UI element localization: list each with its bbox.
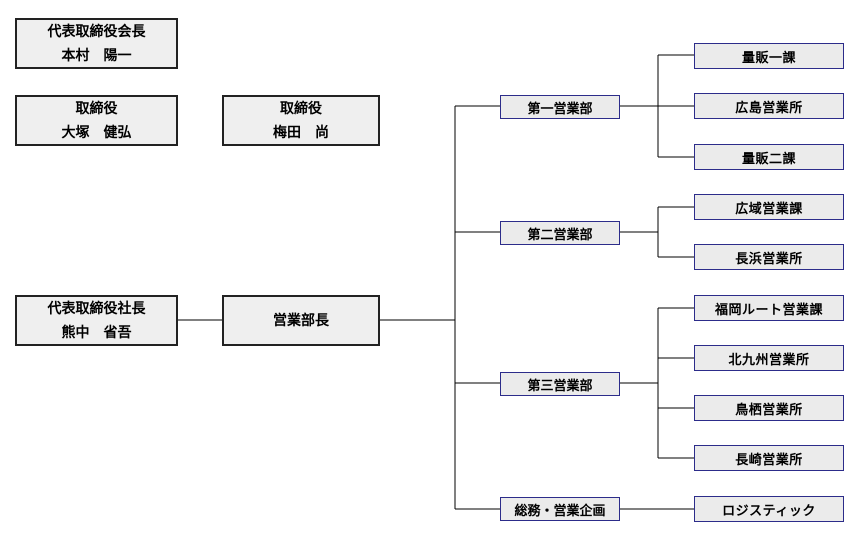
director-2-name: 梅田 尚 [273, 124, 329, 141]
president-box: 代表取締役社長 熊中 省吾 [15, 295, 178, 346]
unit-label: 鳥栖営業所 [735, 402, 803, 418]
department-box: 第三営業部 [500, 372, 620, 396]
department-box: 第二営業部 [500, 221, 620, 245]
unit-label: 福岡ルート営業課 [714, 302, 823, 318]
department-label: 第一営業部 [527, 101, 593, 117]
director-box-2: 取締役 梅田 尚 [222, 95, 380, 146]
unit-label: 広島営業所 [735, 100, 803, 116]
unit-box: 長崎営業所 [694, 445, 844, 471]
unit-box: 量販二課 [694, 144, 844, 170]
unit-box: ロジスティック [694, 496, 844, 522]
unit-box: 鳥栖営業所 [694, 395, 844, 421]
unit-label: 広域営業課 [735, 201, 803, 217]
department-label: 第二営業部 [527, 227, 593, 243]
sales-head-title: 営業部長 [273, 312, 329, 329]
president-title: 代表取締役社長 [47, 300, 146, 317]
unit-box: 広域営業課 [694, 194, 844, 220]
unit-box: 量販一課 [694, 43, 844, 69]
director-2-title: 取締役 [280, 100, 322, 117]
chairman-title: 代表取締役会長 [47, 23, 146, 40]
chairman-box: 代表取締役会長 本村 陽一 [15, 18, 178, 69]
unit-label: 量販二課 [741, 151, 796, 167]
president-name: 熊中 省吾 [61, 324, 132, 341]
director-1-title: 取締役 [75, 100, 118, 117]
sales-head-box: 営業部長 [222, 295, 380, 346]
director-1-name: 大塚 健弘 [61, 124, 132, 141]
director-box-1: 取締役 大塚 健弘 [15, 95, 178, 146]
unit-box: 北九州営業所 [694, 345, 844, 371]
unit-box: 福岡ルート営業課 [694, 295, 844, 321]
unit-label: 北九州営業所 [728, 352, 810, 368]
department-label: 総務・営業企画 [514, 503, 606, 519]
department-label: 第三営業部 [527, 378, 593, 394]
unit-box: 広島営業所 [694, 93, 844, 119]
department-box: 総務・営業企画 [500, 497, 620, 521]
department-box: 第一営業部 [500, 95, 620, 119]
unit-label: 量販一課 [741, 50, 796, 66]
chairman-name: 本村 陽一 [61, 47, 132, 64]
unit-label: 長浜営業所 [735, 251, 803, 267]
unit-box: 長浜営業所 [694, 244, 844, 270]
unit-label: ロジスティック [722, 503, 816, 519]
unit-label: 長崎営業所 [735, 452, 803, 468]
